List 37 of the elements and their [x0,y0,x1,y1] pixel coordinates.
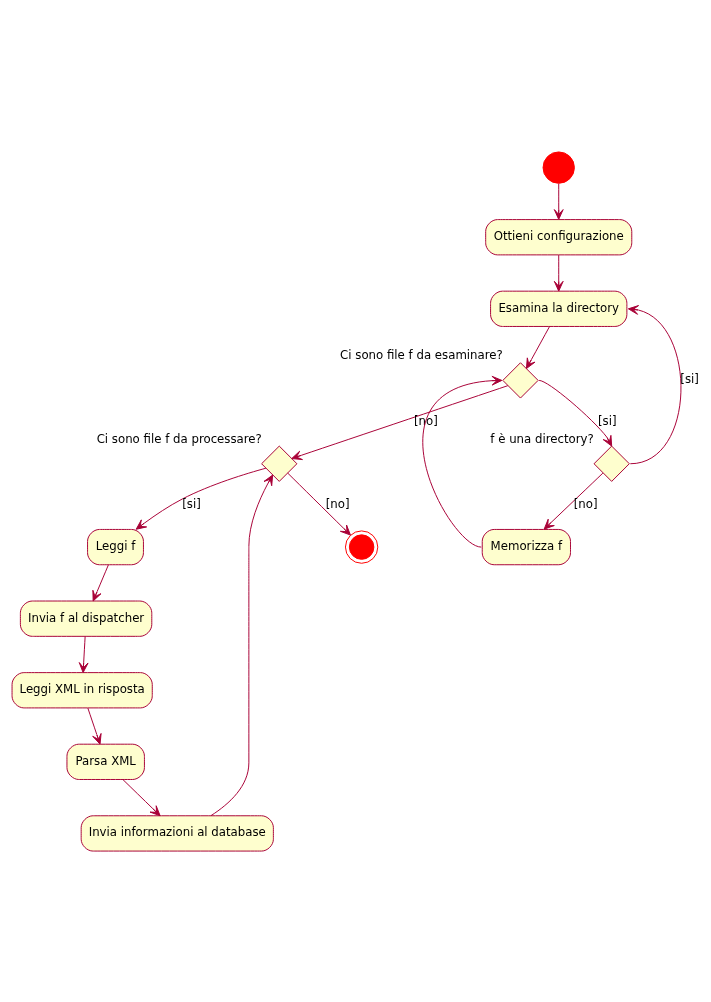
node-diamond [593,445,630,482]
node-box: Esamina la directory [490,290,628,327]
node-box: Invia f al dispatcher [19,600,153,637]
arrow [287,472,351,536]
node-label: f è una directory? [490,431,594,446]
arrow [538,379,613,447]
node-diamond [502,361,539,399]
node-box: Leggi f [87,528,144,565]
edge-label: [si] [680,371,699,386]
node-circle [542,150,575,184]
arrow [78,635,89,673]
arrow [291,384,509,460]
arrow [543,472,604,530]
arrow [87,707,102,745]
arrow [135,467,267,530]
edge-label: [no] [325,496,350,511]
arrow [553,182,564,220]
node-box: Ottieni configurazione [485,218,633,255]
edge-label: [no] [573,496,598,511]
node-label: Ci sono file f da processare? [96,431,262,446]
node-circle [344,529,379,564]
node-diamond [261,445,298,482]
node-box: Parsa XML [66,743,145,780]
edge-label: [si] [597,413,617,428]
arrow [210,474,274,816]
node-box: Leggi XML in risposta [11,671,153,708]
edge-label: [si] [182,496,201,511]
arrow [525,325,550,369]
arrow [553,254,564,292]
arrow [92,563,109,601]
arrow [627,304,682,464]
arrow [422,375,503,548]
edge-label: [no] [413,413,438,428]
arrow [122,778,161,816]
node-box: Memorizza f [481,528,571,565]
node-label: Ci sono file f da esaminare? [340,347,503,362]
node-box: Invia informazioni al database [80,814,274,852]
